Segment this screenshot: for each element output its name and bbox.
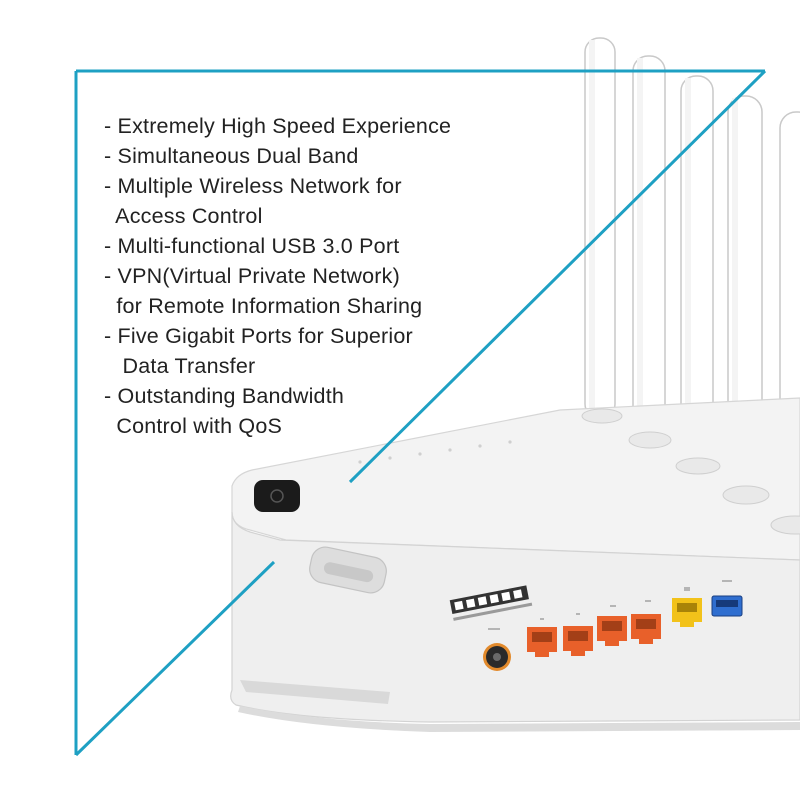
ethernet-port-4 — [631, 614, 661, 644]
feature-list: - Extremely High Speed Experience - Simu… — [104, 111, 451, 441]
accent-frame — [74, 69, 767, 757]
ethernet-port-3 — [597, 616, 627, 646]
led-indicators — [358, 440, 512, 464]
feature-line: Data Transfer — [104, 354, 256, 378]
antenna-base-3 — [675, 457, 721, 475]
antenna-base-4 — [722, 485, 770, 505]
feature-line: Control with QoS — [104, 414, 283, 438]
feature-line: - Extremely High Speed Experience — [104, 114, 452, 138]
antenna-3 — [680, 75, 714, 477]
power-button — [254, 480, 300, 512]
brand-logo — [449, 585, 533, 621]
antenna-2 — [632, 55, 666, 445]
antenna-base-5 — [770, 515, 800, 535]
accent-line-diagonal-bottom — [74, 560, 276, 757]
antenna-base-1 — [581, 408, 623, 424]
accent-line-diagonal-top — [348, 69, 767, 484]
feature-line: for Remote Information Sharing — [104, 294, 423, 318]
feature-line: - VPN(Virtual Private Network) — [104, 264, 400, 288]
usb-port — [711, 595, 743, 617]
ethernet-ports — [527, 598, 702, 657]
ethernet-port-1 — [527, 627, 557, 657]
ethernet-port-wan — [672, 598, 702, 627]
power-jack — [483, 643, 511, 671]
side-vent — [240, 680, 390, 704]
feature-line: - Multiple Wireless Network for — [104, 174, 402, 198]
ethernet-port-2 — [563, 626, 593, 656]
feature-line: Access Control — [104, 204, 263, 228]
antenna-base-2 — [628, 431, 672, 449]
router-body — [230, 397, 800, 732]
port-labels — [488, 580, 732, 630]
feature-line: - Simultaneous Dual Band — [104, 144, 359, 168]
feature-line: - Five Gigabit Ports for Superior — [104, 324, 413, 348]
antenna-1 — [584, 37, 616, 419]
feature-line: - Outstanding Bandwidth — [104, 384, 345, 408]
feature-line: - Multi-functional USB 3.0 Port — [104, 234, 400, 258]
